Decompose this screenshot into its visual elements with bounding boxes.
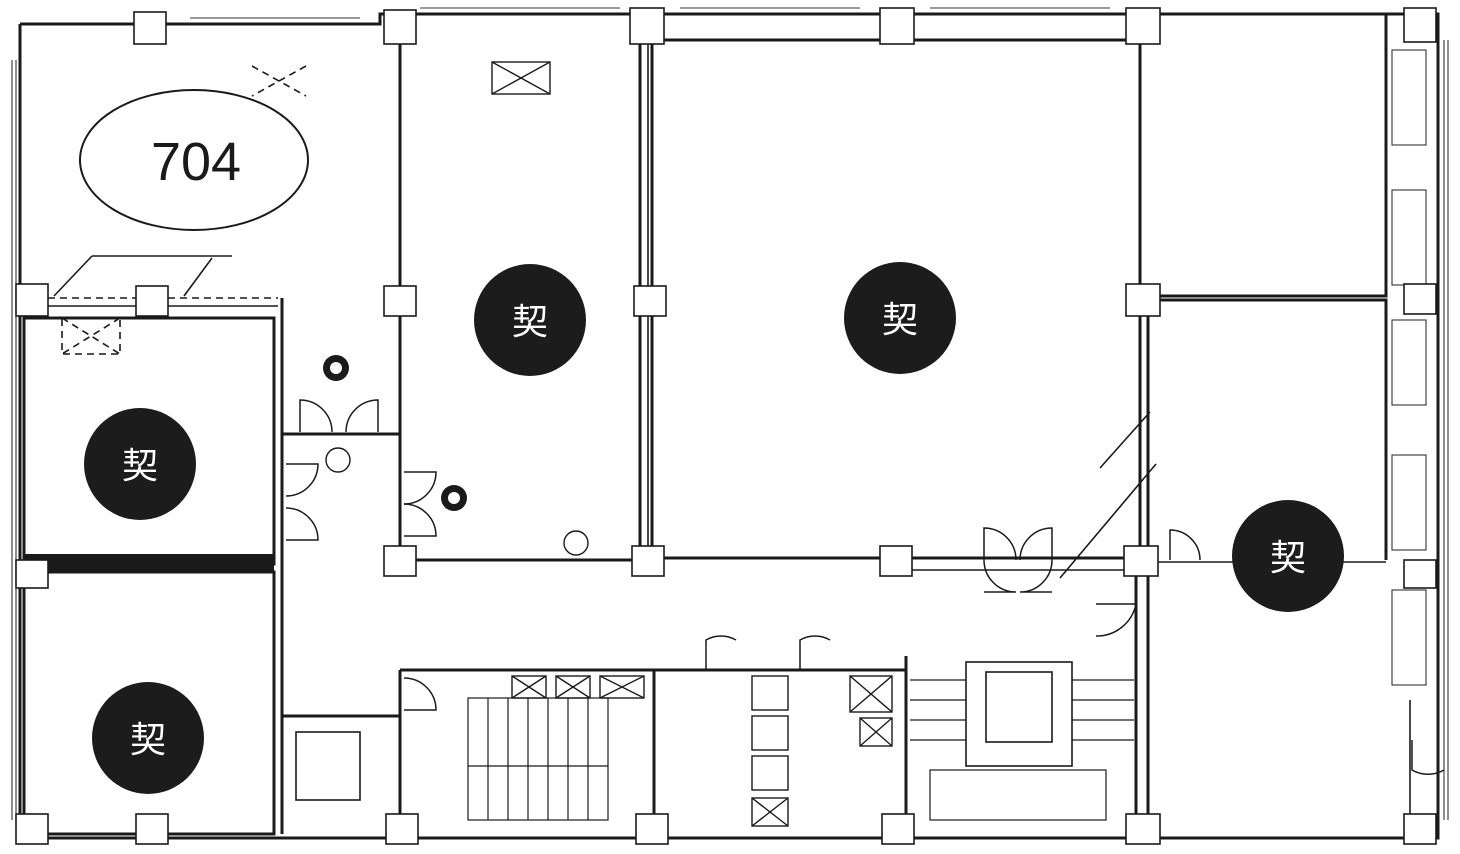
contract-badges: 契 契 契 契 契 — [84, 262, 1344, 794]
interior-walls — [22, 12, 1411, 836]
contract-badge-mark: 契 — [512, 302, 548, 343]
contract-badge: 契 — [844, 262, 956, 374]
contract-badge-mark: 契 — [1270, 538, 1306, 579]
stairs-left — [467, 675, 645, 821]
contract-badge: 契 — [474, 264, 586, 376]
elevator-core — [295, 661, 1134, 821]
contract-badge-mark: 契 — [122, 446, 158, 487]
columns — [15, 7, 1437, 845]
misc-fixtures — [323, 355, 589, 556]
toilet-fixtures — [751, 675, 893, 827]
access-lines — [53, 255, 1157, 579]
contract-badge-mark: 契 — [130, 720, 166, 761]
contract-badge-mark: 契 — [882, 300, 918, 341]
room-number: 704 — [151, 132, 241, 192]
contract-badge: 契 — [92, 682, 204, 794]
vent-markers — [61, 61, 551, 355]
right-windows — [1391, 49, 1427, 686]
contract-badge: 契 — [84, 408, 196, 520]
doors — [285, 399, 1445, 776]
contract-badge: 契 — [1232, 500, 1344, 612]
room-704-label: 704 — [79, 89, 309, 231]
